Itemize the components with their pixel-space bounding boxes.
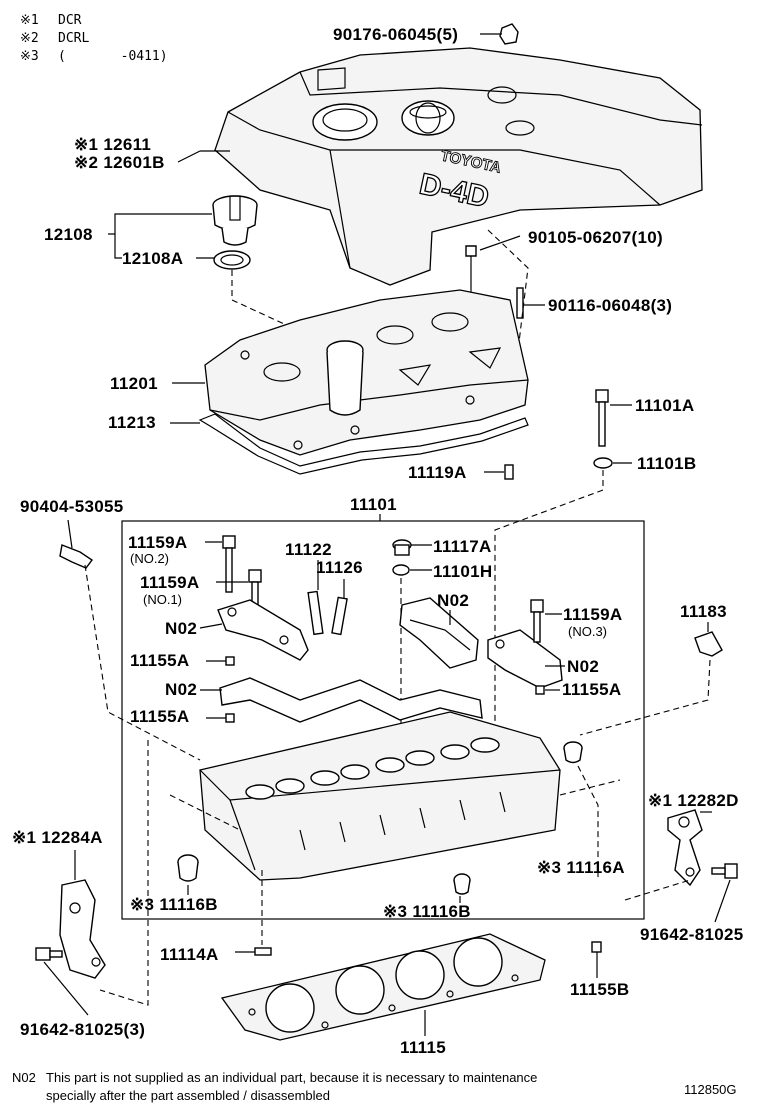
label-11116b-2[interactable]: ※3 11116B: [383, 902, 471, 921]
bracket-12284a[interactable]: [59, 879, 106, 979]
label-11101[interactable]: 11101: [350, 495, 397, 514]
label-no3: (NO.3): [568, 624, 607, 639]
label-91642-left[interactable]: 91642-81025(3): [20, 1020, 145, 1039]
label-11101b[interactable]: 11101B: [637, 454, 696, 473]
label-91642-right[interactable]: 91642-81025: [640, 925, 744, 944]
bolt-11159a-no3-icon[interactable]: [530, 599, 544, 643]
label-11117a[interactable]: 11117A: [433, 537, 492, 556]
valve-guide-11126-icon[interactable]: [331, 596, 348, 636]
cylinder-head[interactable]: [199, 711, 561, 881]
valve-cover[interactable]: [204, 289, 529, 456]
legend-text-1: DCR: [58, 13, 82, 28]
label-11119a[interactable]: 11119A: [408, 463, 467, 482]
figure-id: 112850G: [684, 1082, 737, 1097]
plug-11117a-icon[interactable]: [392, 539, 412, 556]
label-12108a[interactable]: 12108A: [122, 249, 183, 268]
label-11114a[interactable]: 11114A: [160, 945, 219, 964]
label-11155a-3[interactable]: 11155A: [130, 707, 189, 726]
sensor-90404-icon[interactable]: [59, 544, 94, 569]
dowel-11119a-icon[interactable]: [504, 464, 514, 480]
label-90404[interactable]: 90404-53055: [20, 497, 124, 516]
label-11183[interactable]: 11183: [680, 602, 727, 621]
dowel-11155b-icon[interactable]: [591, 941, 602, 953]
label-12108[interactable]: 12108: [44, 225, 93, 244]
label-n02-d[interactable]: N02: [165, 680, 197, 699]
washer-11101h-icon[interactable]: [392, 564, 410, 576]
footnote-code: N02: [12, 1070, 36, 1085]
label-11116a[interactable]: ※3 11116A: [537, 858, 625, 877]
label-11126[interactable]: 11126: [316, 558, 363, 577]
label-11159a-no2[interactable]: 11159A: [128, 533, 187, 552]
label-11155a-1[interactable]: 11155A: [130, 651, 189, 670]
label-12601b[interactable]: ※2 12601B: [74, 153, 165, 172]
bracket-12282d[interactable]: [667, 809, 703, 887]
label-11101h[interactable]: 11101H: [433, 562, 492, 581]
bolt-91642-right-icon[interactable]: [711, 863, 738, 879]
label-12282d[interactable]: ※1 12282D: [648, 791, 739, 810]
valve-guide-11122-icon[interactable]: [307, 590, 324, 636]
label-12284a[interactable]: ※1 12284A: [12, 828, 103, 847]
footnote: N02 This part is not supplied as an indi…: [12, 1070, 537, 1103]
dowel-11155a-1-icon[interactable]: [225, 656, 235, 666]
plug-11116b-2-icon[interactable]: [453, 873, 471, 895]
label-11101a[interactable]: 11101A: [635, 396, 694, 415]
valve-cover-gasket[interactable]: [198, 413, 529, 475]
bolt-90176-icon[interactable]: [499, 23, 519, 45]
camshaft-housing-lower[interactable]: [219, 677, 483, 723]
stud-90116-icon[interactable]: [516, 287, 524, 319]
oil-filler-cap-icon[interactable]: [212, 195, 258, 246]
dowel-11114a-icon[interactable]: [254, 947, 272, 956]
cap-gasket-icon[interactable]: [213, 250, 251, 270]
label-n02-b[interactable]: N02: [437, 591, 469, 610]
bolt-11159a-no2-icon[interactable]: [222, 535, 236, 593]
footnote-line-2: specially after the part assembled / dis…: [46, 1088, 330, 1103]
bolt-91642-left-icon[interactable]: [35, 947, 63, 961]
bolt-11101a-icon[interactable]: [595, 389, 609, 447]
camshaft-housing-mid[interactable]: [399, 597, 479, 669]
cover-model-text: D-4D: [417, 168, 492, 215]
label-11116b-1[interactable]: ※3 11116B: [130, 895, 218, 914]
legend-mark-3: ※3: [20, 49, 39, 64]
camshaft-cap-left[interactable]: [217, 599, 309, 661]
label-90176[interactable]: 90176-06045(5): [333, 25, 458, 44]
head-gasket[interactable]: [220, 933, 546, 1041]
plug-11116b-1-icon[interactable]: [177, 854, 199, 882]
legend-text-3: ( -0411): [58, 49, 168, 64]
legend-mark-1: ※1: [20, 13, 39, 28]
footnote-line-1: This part is not supplied as an individu…: [46, 1070, 537, 1085]
dowel-11155a-3-icon[interactable]: [225, 713, 235, 723]
label-no2: (NO.2): [130, 551, 169, 566]
label-12611[interactable]: ※1 12611: [74, 135, 151, 154]
label-n02-c[interactable]: N02: [567, 657, 599, 676]
legend-mark-2: ※2: [20, 31, 39, 46]
label-n02-a[interactable]: N02: [165, 619, 197, 638]
label-11122[interactable]: 11122: [285, 540, 332, 559]
label-11159a-no3[interactable]: 11159A: [563, 605, 622, 624]
label-11159a-no1[interactable]: 11159A: [140, 573, 199, 592]
camshaft-cap-right[interactable]: [487, 629, 563, 689]
legend-text-2: DCRL: [58, 31, 89, 46]
label-no1: (NO.1): [143, 592, 182, 607]
label-90105[interactable]: 90105-06207(10): [528, 228, 663, 247]
label-90116[interactable]: 90116-06048(3): [548, 296, 672, 315]
label-11115[interactable]: 11115: [400, 1038, 446, 1057]
label-11155b[interactable]: 11155B: [570, 980, 629, 999]
plug-11116a-icon[interactable]: [563, 741, 583, 764]
legend: ※1 DCR ※2 DCRL ※3 ( -0411): [20, 13, 168, 64]
washer-11101b-icon[interactable]: [593, 457, 613, 469]
dowel-11155a-2-icon[interactable]: [535, 685, 545, 695]
engine-cover[interactable]: TOYOTA D-4D: [214, 47, 703, 286]
label-11201[interactable]: 11201: [110, 374, 158, 393]
clip-11183-icon[interactable]: [694, 631, 723, 657]
bolt-90105-icon[interactable]: [465, 245, 477, 290]
cylinder-head-box: [121, 520, 645, 920]
label-11155a-2[interactable]: 11155A: [562, 680, 621, 699]
label-11213[interactable]: 11213: [108, 413, 156, 432]
